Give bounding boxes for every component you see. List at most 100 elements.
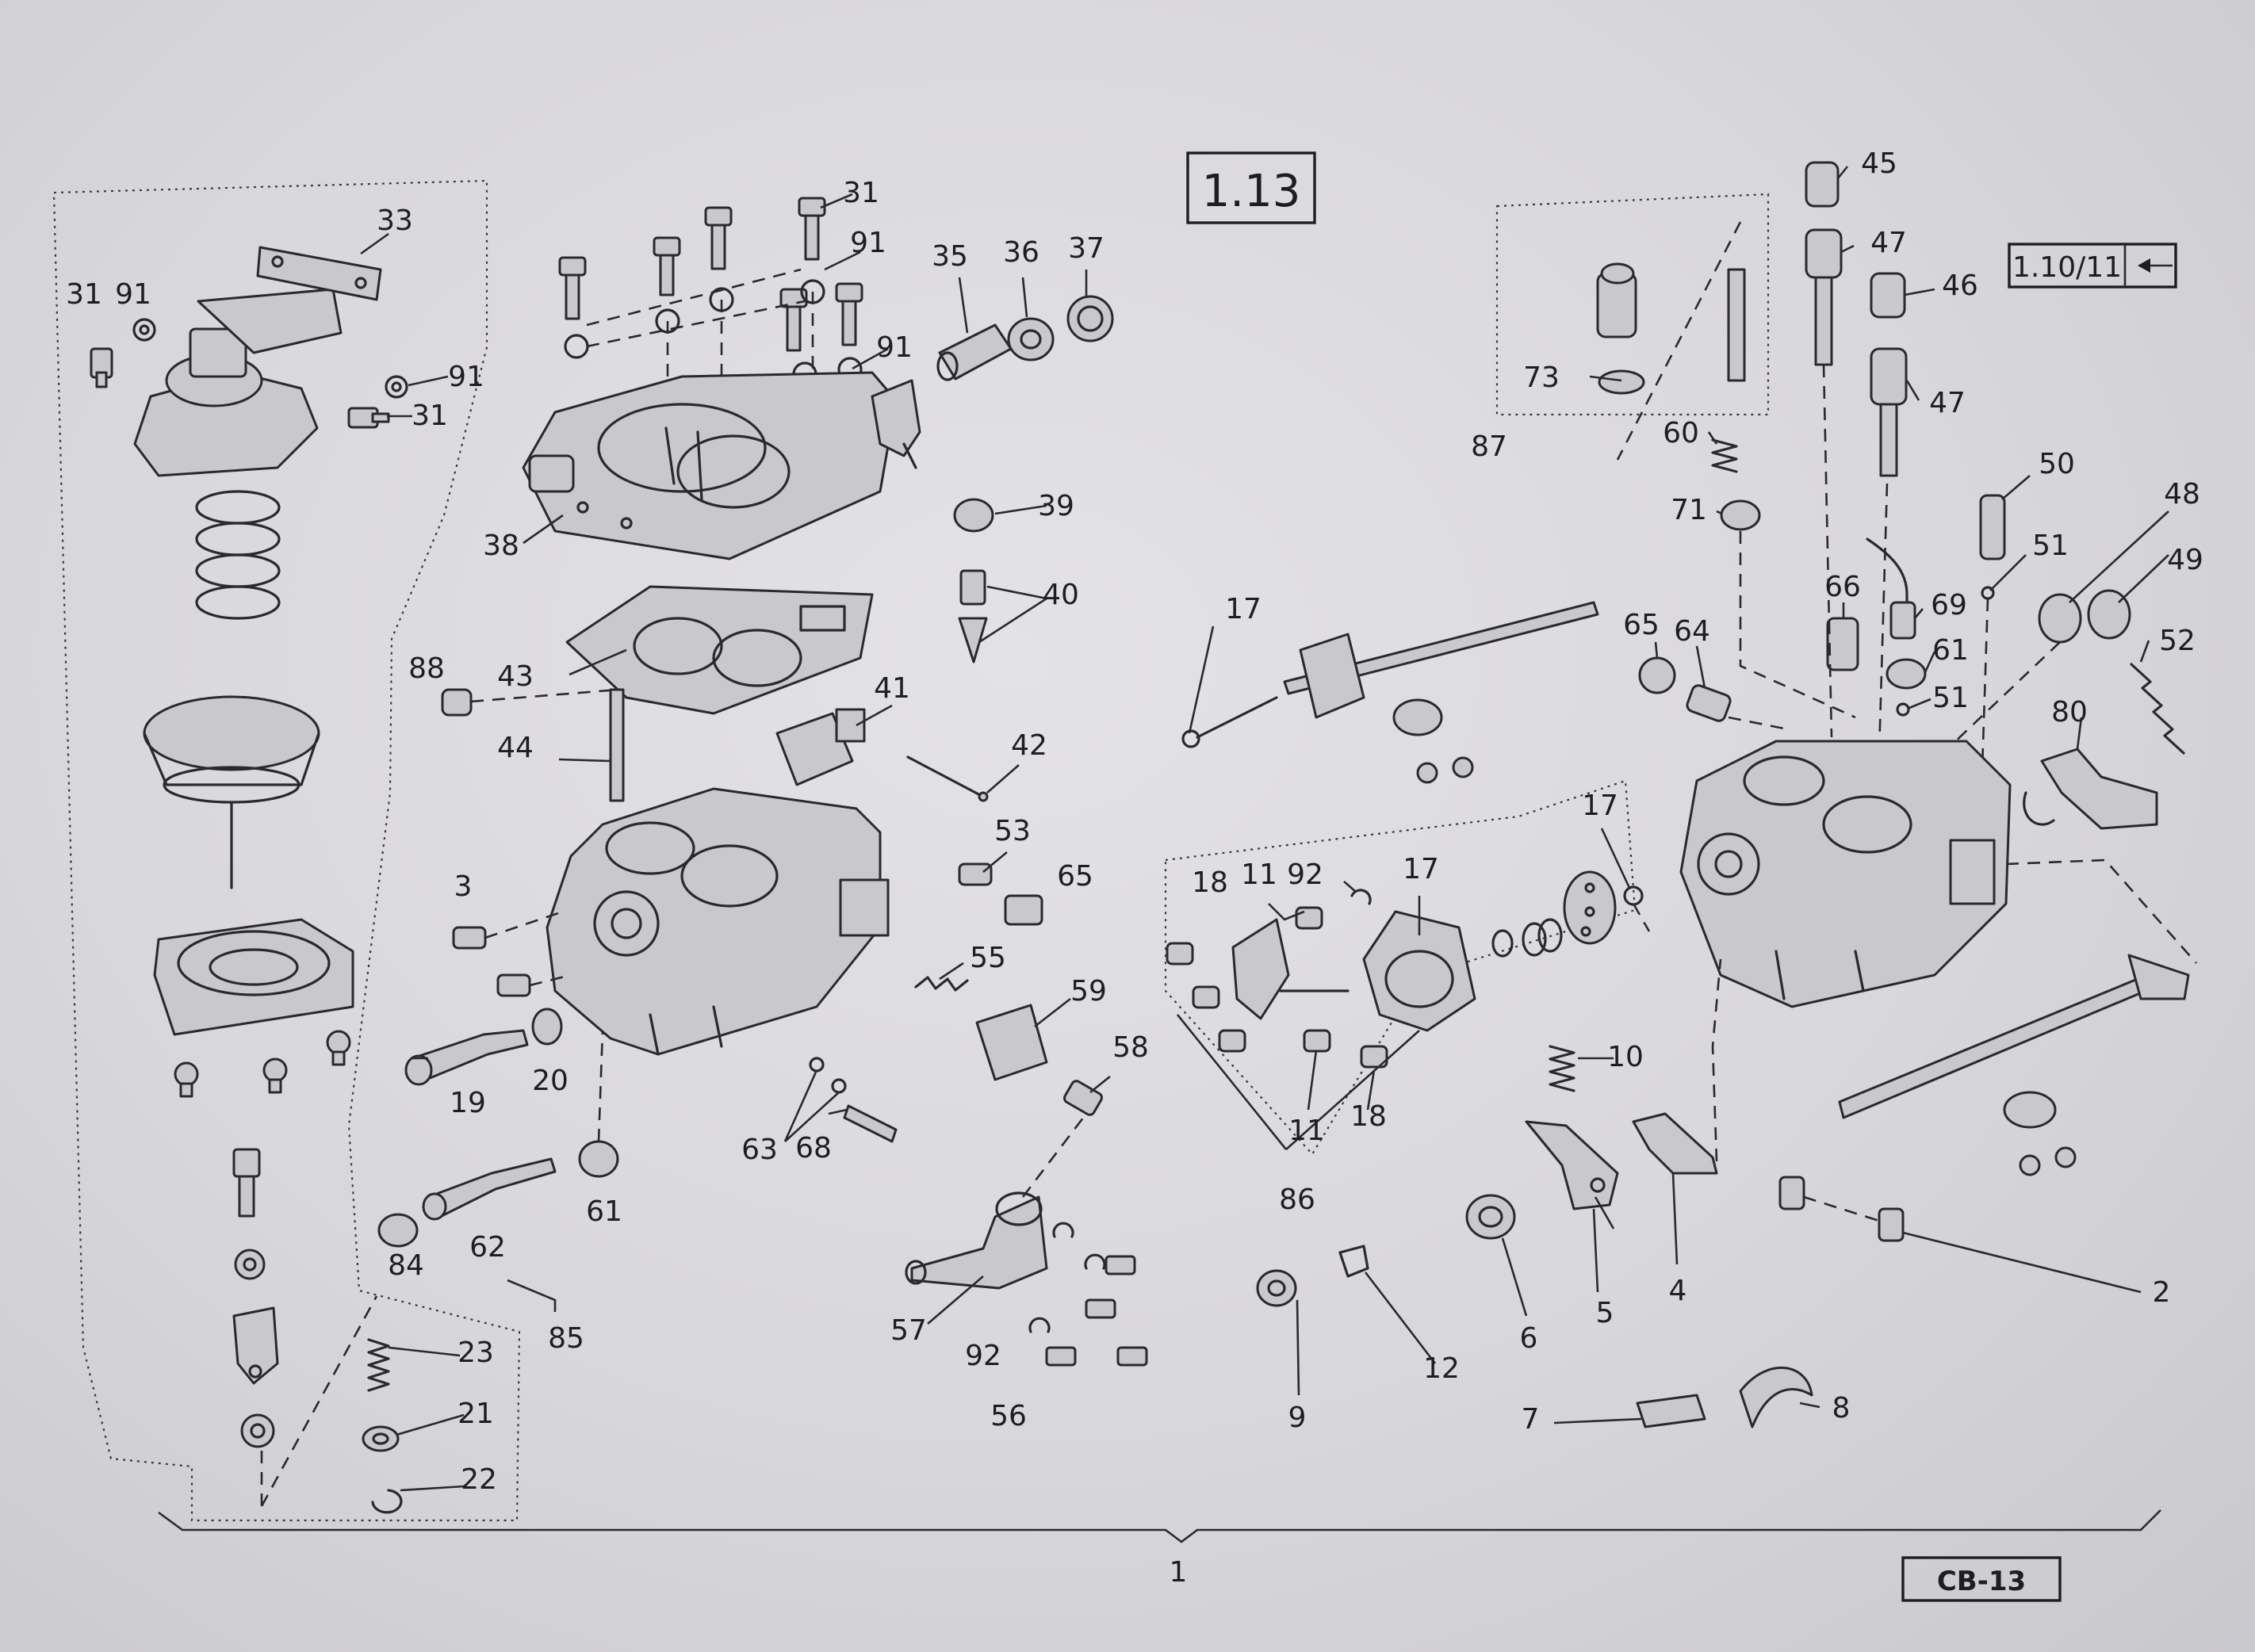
washer-71[interactable] [1720, 499, 1761, 531]
jet-53[interactable] [958, 862, 993, 886]
diaphragm-with-rod[interactable] [143, 695, 320, 889]
fitting-37[interactable] [1066, 295, 1114, 342]
screws-31-top[interactable] [558, 197, 863, 352]
plate-8[interactable] [1739, 1366, 1813, 1428]
needle-seat-87[interactable] [1596, 262, 1637, 338]
spring-52[interactable] [2130, 663, 2185, 755]
circlip-22[interactable] [371, 1489, 403, 1514]
cover-59[interactable] [975, 1004, 1048, 1081]
emulsion-tube-47b[interactable] [1870, 347, 1908, 477]
washer-91-right[interactable] [385, 375, 408, 399]
callout-10: 10 [1607, 1041, 1644, 1073]
washer-91-left[interactable] [132, 318, 156, 342]
washer-61b[interactable] [1886, 658, 1927, 690]
carburetor-body[interactable] [1679, 740, 2012, 1008]
fitting-57[interactable] [905, 1191, 1048, 1290]
ball-51b[interactable] [1896, 702, 1910, 717]
cross-ref-box[interactable]: 1.10/11 [2008, 243, 2177, 289]
throttle-plate-right[interactable] [2003, 1091, 2057, 1129]
gasket-plate-33[interactable] [256, 246, 382, 301]
screw-2a[interactable] [1778, 1176, 1805, 1210]
jet-48[interactable] [2038, 593, 2082, 644]
tab-washer-12[interactable] [1338, 1245, 1369, 1278]
top-cover-38[interactable] [522, 371, 921, 560]
throttle-shaft-17[interactable] [1181, 601, 1599, 748]
clip-92b[interactable] [1350, 889, 1372, 905]
needle-valve-40[interactable] [958, 569, 988, 663]
lever-4[interactable] [1632, 1112, 1718, 1175]
nut-9[interactable] [1256, 1269, 1297, 1307]
plug-88[interactable] [441, 688, 473, 717]
tube-44[interactable] [609, 688, 625, 802]
lever-80[interactable] [2023, 748, 2158, 830]
callout-37: 37 [1068, 232, 1105, 265]
callout-18: 18 [1350, 1100, 1387, 1133]
screw-31-left[interactable] [90, 347, 113, 388]
callout-48: 48 [2164, 478, 2200, 511]
jet-46[interactable] [1870, 272, 1906, 319]
pin-42[interactable] [906, 755, 989, 802]
washer-73[interactable] [1598, 369, 1645, 395]
callout-47: 47 [1870, 227, 1907, 259]
clips-92[interactable] [1028, 1222, 1106, 1333]
screws-56[interactable] [1045, 1255, 1148, 1367]
throttle-plate[interactable] [1392, 698, 1443, 736]
washer-21[interactable] [362, 1425, 400, 1452]
linkage-arm-11[interactable] [1231, 918, 1350, 1020]
spring-23[interactable] [367, 1338, 390, 1392]
jet-45[interactable] [1805, 161, 1840, 208]
clip-7[interactable] [1636, 1394, 1706, 1428]
callout-52: 52 [2159, 625, 2196, 657]
lever-5[interactable] [1525, 1120, 1619, 1210]
bushing-6[interactable] [1465, 1194, 1516, 1240]
screws-pump-base[interactable] [174, 1030, 351, 1098]
disc-17[interactable] [1563, 870, 1617, 945]
pump-base[interactable] [153, 918, 354, 1036]
diaphragm-housing-17[interactable] [1362, 910, 1476, 1032]
spring-10[interactable] [1549, 1045, 1575, 1092]
nut[interactable] [234, 1249, 266, 1280]
float-41[interactable] [775, 708, 866, 786]
screw-3b[interactable] [496, 973, 531, 997]
ring-17[interactable] [1623, 885, 1644, 906]
washer-36[interactable] [1007, 317, 1055, 361]
bracket-link[interactable] [232, 1306, 279, 1385]
screws-plate[interactable] [1416, 756, 1474, 784]
bushing-61[interactable] [578, 1140, 619, 1178]
nut-lower[interactable] [240, 1413, 275, 1448]
spring-60[interactable] [1711, 438, 1738, 473]
idle-jet-62[interactable] [422, 1157, 557, 1221]
mixture-screw-19[interactable] [404, 1029, 529, 1086]
screw-31-right[interactable] [347, 407, 390, 429]
screw-2b[interactable] [1878, 1207, 1905, 1242]
gasket-43[interactable] [565, 585, 874, 715]
jet-50[interactable] [1979, 494, 2006, 560]
jet-66[interactable] [1826, 617, 1859, 671]
spring-20[interactable] [531, 1008, 563, 1046]
screw-68[interactable] [843, 1104, 898, 1143]
spring-55[interactable] [914, 976, 969, 992]
screw-3[interactable] [452, 926, 487, 950]
tube-69[interactable] [1866, 537, 1916, 640]
throttle-shaft-right[interactable] [1838, 954, 2190, 1119]
washers-91-top[interactable] [564, 279, 863, 387]
jet-64[interactable] [1686, 683, 1732, 722]
needle-87[interactable] [1727, 268, 1746, 382]
bushing-39[interactable] [953, 498, 994, 533]
callout-18: 18 [1192, 866, 1228, 899]
callout-47: 47 [1929, 387, 1966, 419]
stud-screw[interactable] [232, 1148, 261, 1218]
main-body[interactable] [546, 787, 890, 1056]
diaphragm-cover[interactable] [133, 288, 343, 477]
callout-87: 87 [1471, 430, 1507, 463]
screw-58[interactable] [1062, 1080, 1103, 1117]
coil-spring[interactable] [195, 490, 281, 620]
screws-plate-right[interactable] [2019, 1146, 2077, 1176]
spring-17[interactable] [1491, 918, 1563, 958]
plug-65b[interactable] [1638, 656, 1676, 694]
cap-84[interactable] [377, 1213, 419, 1248]
emulsion-tube-47a[interactable] [1805, 228, 1843, 366]
filter-35[interactable] [936, 323, 1013, 381]
plug-65[interactable] [1004, 894, 1043, 926]
washers-63[interactable] [809, 1057, 847, 1094]
